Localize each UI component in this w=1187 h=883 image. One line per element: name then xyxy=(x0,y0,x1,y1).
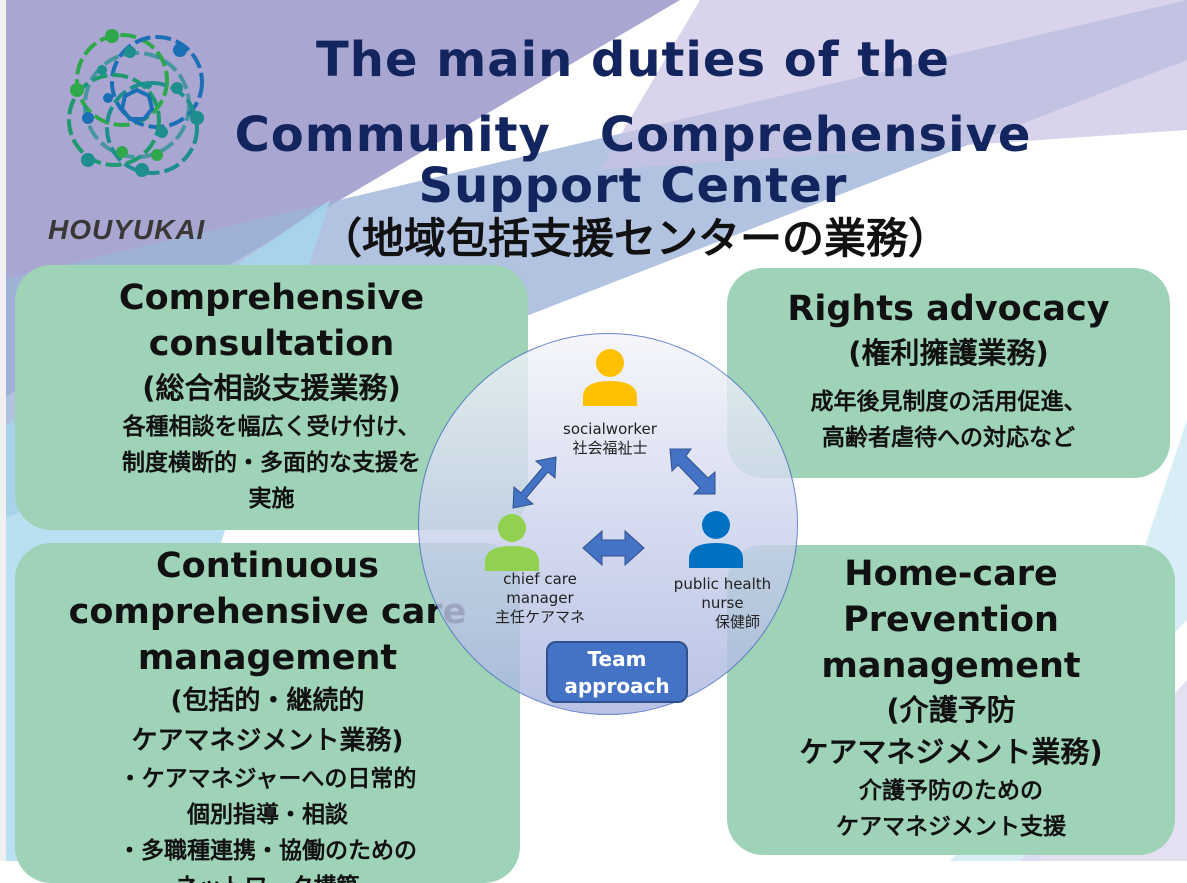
slide-title-line: Community Comprehensive xyxy=(234,107,1032,163)
role-en: manager xyxy=(506,589,574,607)
box-body: 高齢者虐待への対応など xyxy=(822,425,1075,451)
team-label-line: approach xyxy=(564,674,670,698)
role-jp: 社会福祉士 xyxy=(572,439,648,457)
box-title: Comprehensive xyxy=(118,278,425,318)
box-title: Rights advocacy xyxy=(787,289,1110,329)
role-jp: 主任ケアマネ xyxy=(494,608,585,626)
team-label-line: Team xyxy=(587,647,647,671)
box-japanese-title: (権利擁護業務) xyxy=(848,336,1049,370)
home-care-prevention-box: Home-care Prevention management (介護予防 ケア… xyxy=(727,545,1175,855)
care-manager-person-icon xyxy=(485,514,539,571)
double-arrow-icon xyxy=(582,529,645,567)
nurse-person-icon xyxy=(689,511,743,568)
team-approach-label: Team approach xyxy=(546,641,688,703)
slide-edge xyxy=(0,0,6,861)
double-arrow-icon xyxy=(669,448,716,495)
box-body: 制度横断的・多面的な支援を xyxy=(122,450,421,476)
team-arrows xyxy=(512,448,716,567)
role-en: nurse xyxy=(701,594,744,612)
box-body: 介護予防のための xyxy=(859,778,1043,804)
slide-title-line: Support Center xyxy=(418,158,848,214)
box-body: ネットワーク構築 xyxy=(15,869,520,883)
socialworker-person-icon xyxy=(583,349,637,406)
box-body: ケアマネジメント支援 xyxy=(836,814,1066,840)
box-body: ・多職種連携・協働のための xyxy=(118,838,417,864)
box-japanese-title: ケアマネジメント業務) xyxy=(799,735,1103,769)
role-en: socialworker xyxy=(563,420,657,438)
role-en: chief care xyxy=(503,570,577,588)
box-japanese-title: (総合相談支援業務) xyxy=(142,371,401,405)
double-arrow-icon xyxy=(512,456,557,509)
box-body: 実施 xyxy=(248,486,295,512)
box-body: ・ケアマネジャーへの日常的 xyxy=(118,766,417,792)
houyukai-logo-icon xyxy=(67,29,204,177)
box-title: management xyxy=(137,638,398,678)
box-title: consultation xyxy=(148,324,395,364)
box-title: Prevention xyxy=(843,600,1059,640)
rights-advocacy-box: Rights advocacy (権利擁護業務) 成年後見制度の活用促進、 高齢… xyxy=(727,268,1170,478)
box-japanese-title: ケアマネジメント業務) xyxy=(131,726,404,756)
box-title: management xyxy=(821,646,1081,686)
box-japanese-title: (包括的・継続的 xyxy=(170,686,365,716)
box-japanese-title: (介護予防 xyxy=(886,693,1016,727)
box-body: 各種相談を幅広く受け付け、 xyxy=(122,414,421,440)
box-title: Home-care xyxy=(844,554,1058,594)
slide-title-japanese: （地域包括支援センターの業務） xyxy=(319,214,950,263)
role-en: public health xyxy=(673,575,772,593)
box-body: 成年後見制度の活用促進、 xyxy=(810,389,1087,415)
box-title: comprehensive care xyxy=(68,592,467,632)
brand-name: HOUYUKAI xyxy=(48,214,206,245)
box-body: 個別指導・相談 xyxy=(187,802,348,828)
role-jp: 保健師 xyxy=(714,613,760,631)
slide-title-line: The main duties of the xyxy=(316,32,950,88)
box-title: Continuous xyxy=(155,546,379,586)
